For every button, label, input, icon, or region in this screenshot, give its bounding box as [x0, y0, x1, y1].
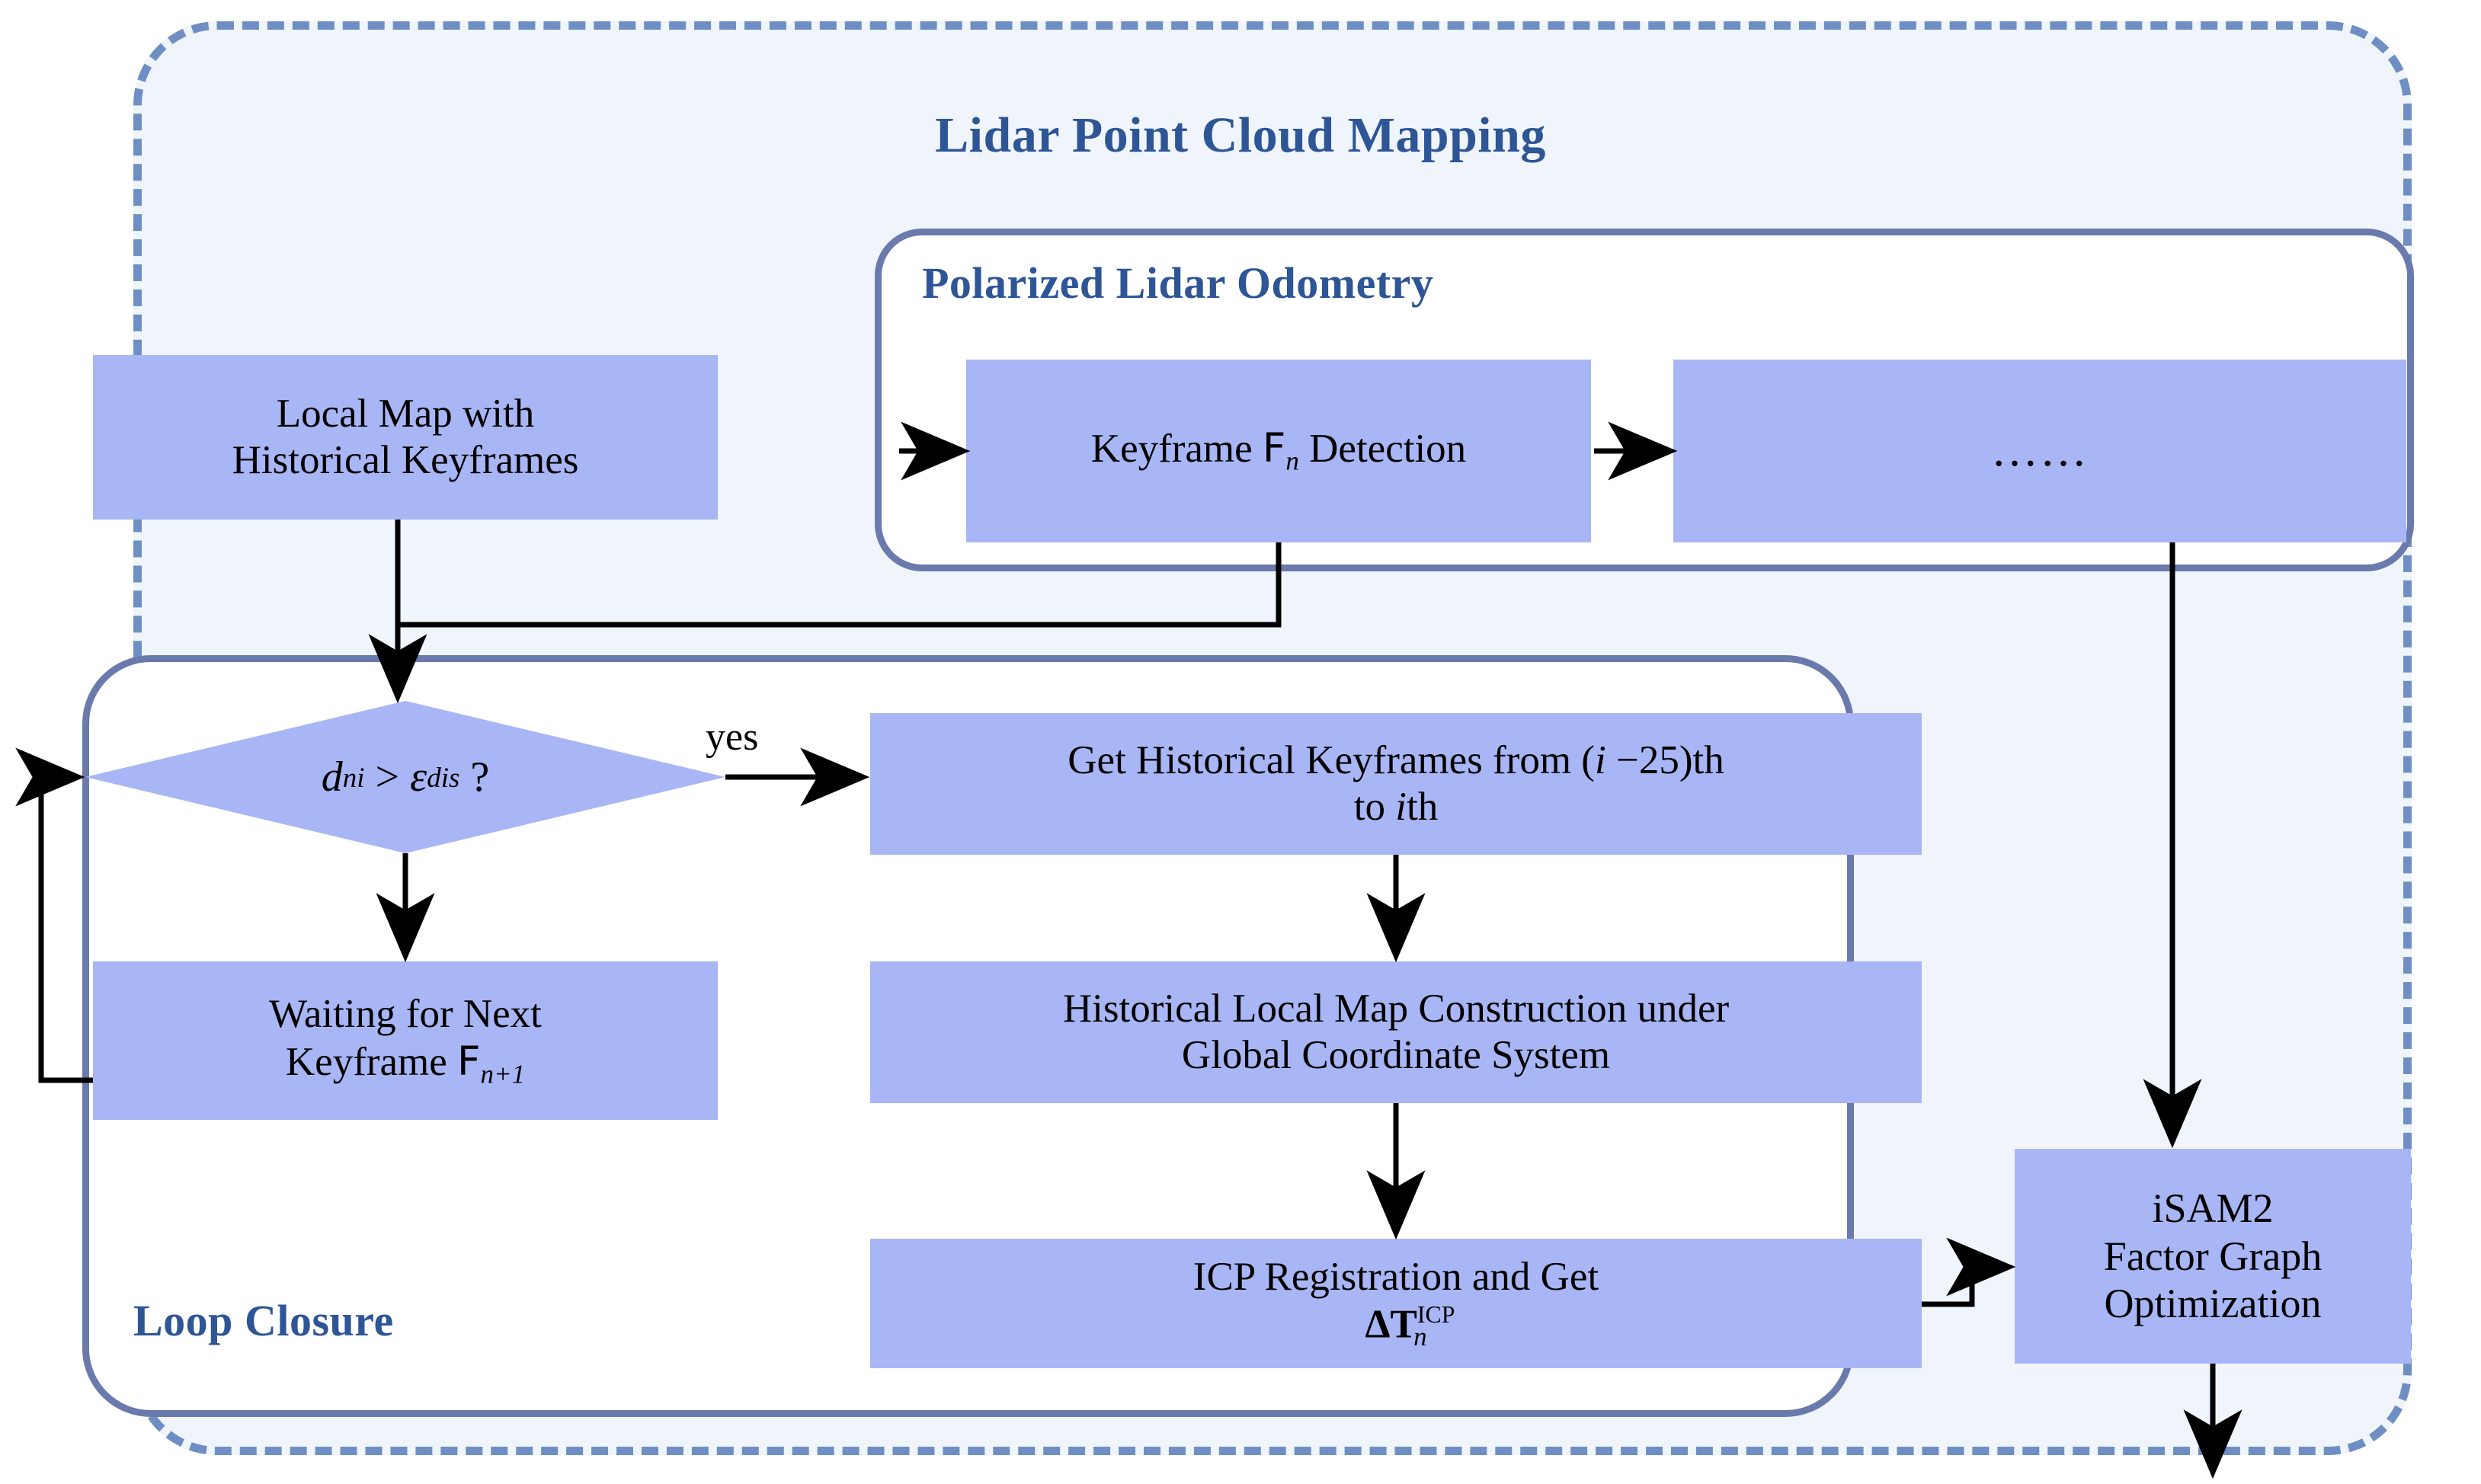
histmap-line-2: Global Coordinate System: [1181, 1033, 1611, 1077]
decision-var: d: [321, 753, 343, 801]
gethist-line1-b: −25)th: [1605, 737, 1724, 782]
waiting-line-2-prefix: Keyframe: [285, 1039, 458, 1084]
node-ellipsis[interactable]: ……: [1673, 360, 2406, 542]
local-map-line-2: Historical Keyframes: [232, 438, 579, 482]
icp-matrix-T: T: [1390, 1302, 1417, 1347]
histmap-line-1: Historical Local Map Construction under: [1062, 986, 1730, 1031]
node-get-historical-keyframes[interactable]: Get Historical Keyframes from (i −25)th …: [870, 713, 1922, 855]
waiting-line-1: Waiting for Next: [269, 992, 542, 1037]
edge-label-yes: yes: [706, 715, 759, 759]
isam2-line-2: Factor Graph: [2103, 1233, 2323, 1279]
local-map-line-1: Local Map with: [276, 391, 535, 436]
icp-superscript: ICP: [1417, 1300, 1455, 1328]
keyframe-subscript: n: [1285, 446, 1299, 476]
decision-epsilon-subscript: dis: [427, 761, 460, 793]
keyframe-prefix: Keyframe: [1090, 426, 1263, 471]
loop-closure-title: Loop Closure: [133, 1296, 394, 1345]
decision-epsilon: ε: [410, 753, 427, 801]
node-keyframe-detection[interactable]: Keyframe Fn Detection: [966, 360, 1591, 542]
polarized-lidar-odometry-title: Polarized Lidar Odometry: [922, 258, 1434, 308]
node-local-map-with-historical-keyframes[interactable]: Local Map with Historical Keyframes: [93, 355, 718, 520]
node-waiting-for-next-keyframe[interactable]: Waiting for Next Keyframe Fn+1: [93, 961, 718, 1120]
gethist-line1-a: Get Historical Keyframes from (: [1068, 737, 1595, 782]
waiting-symbol-F: F: [457, 1038, 481, 1085]
node-isam2-factor-graph-optimization[interactable]: iSAM2 Factor Graph Optimization: [2015, 1149, 2411, 1364]
node-icp-registration[interactable]: ICP Registration and Get ΔTICPn: [870, 1239, 1922, 1368]
page-title: Lidar Point Cloud Mapping: [935, 107, 1546, 163]
keyframe-symbol-F: F: [1262, 424, 1286, 472]
keyframe-suffix: Detection: [1298, 426, 1467, 471]
icp-subscript: n: [1413, 1322, 1427, 1352]
icp-delta: Δ: [1365, 1302, 1391, 1347]
isam2-line-1: iSAM2: [2152, 1185, 2274, 1232]
gethist-line2-a: to: [1353, 785, 1396, 829]
node-historical-local-map-construction[interactable]: Historical Local Map Construction under …: [870, 961, 1922, 1103]
decision-question-mark: ?: [470, 753, 490, 801]
waiting-subscript: n+1: [480, 1059, 526, 1089]
decision-operator: >: [375, 753, 400, 801]
isam2-line-3: Optimization: [2104, 1281, 2322, 1327]
gethist-index-i: i: [1594, 737, 1606, 782]
gethist-index-i2: i: [1395, 785, 1407, 829]
gethist-line2-b: th: [1406, 785, 1439, 829]
decision-var-subscript: ni: [342, 761, 365, 793]
icp-prefix: ICP Registration and Get: [1192, 1255, 1599, 1300]
ellipsis-text: ……: [1991, 424, 2089, 477]
